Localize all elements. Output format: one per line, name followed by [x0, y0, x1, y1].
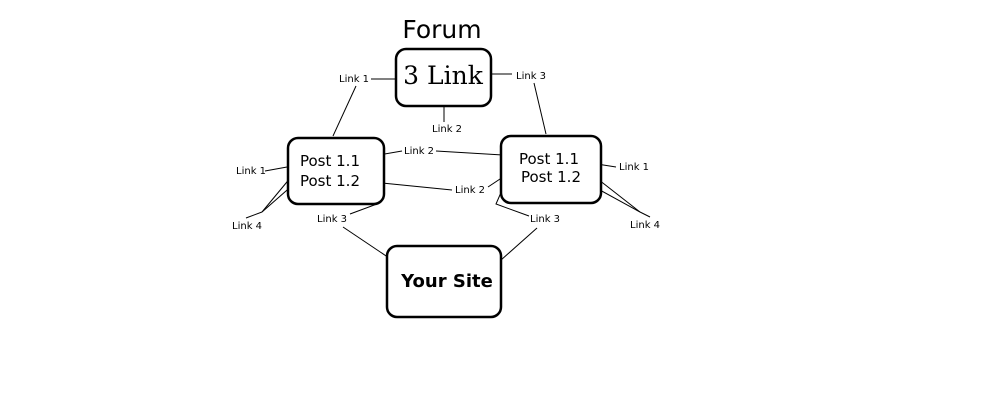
right-post-1-1: Post 1.1 [519, 150, 579, 168]
your-site-box [385, 244, 503, 319]
right-link-4-label: Link 4 [630, 220, 660, 231]
your-site-label: Your Site [400, 271, 493, 292]
forum-link-2-label: Link 2 [432, 124, 462, 135]
line-right-link4-tick [639, 211, 651, 218]
line-left-post12-to-link2 [381, 182, 453, 191]
forum-box-label: 3 Link [403, 61, 484, 90]
left-link-1-label: Link 1 [236, 166, 266, 177]
center-link-2-bottom-label: Link 2 [455, 185, 485, 196]
left-link-4-label: Link 4 [232, 221, 262, 232]
line-link3-to-right-post [533, 82, 547, 135]
left-post-box [286, 136, 386, 206]
line-link1-to-left-post [332, 85, 357, 137]
right-link-1-label: Link 1 [619, 162, 649, 173]
left-link-3-label: Link 3 [317, 214, 347, 225]
right-post-1-2: Post 1.2 [521, 168, 581, 186]
center-link-2-top-label: Link 2 [404, 146, 434, 157]
forum-title: Forum [402, 15, 481, 44]
forum-link-1-label: Link 1 [339, 74, 369, 85]
line-link4-tick [245, 211, 263, 219]
left-post-1-1: Post 1.1 [300, 152, 360, 170]
right-post-box [499, 134, 603, 205]
left-post-1-2: Post 1.2 [300, 172, 360, 190]
line-left-link1 [264, 166, 288, 172]
right-link-3-label: Link 3 [530, 214, 560, 225]
forum-box [394, 47, 493, 108]
forum-link-3-label: Link 3 [516, 71, 546, 82]
